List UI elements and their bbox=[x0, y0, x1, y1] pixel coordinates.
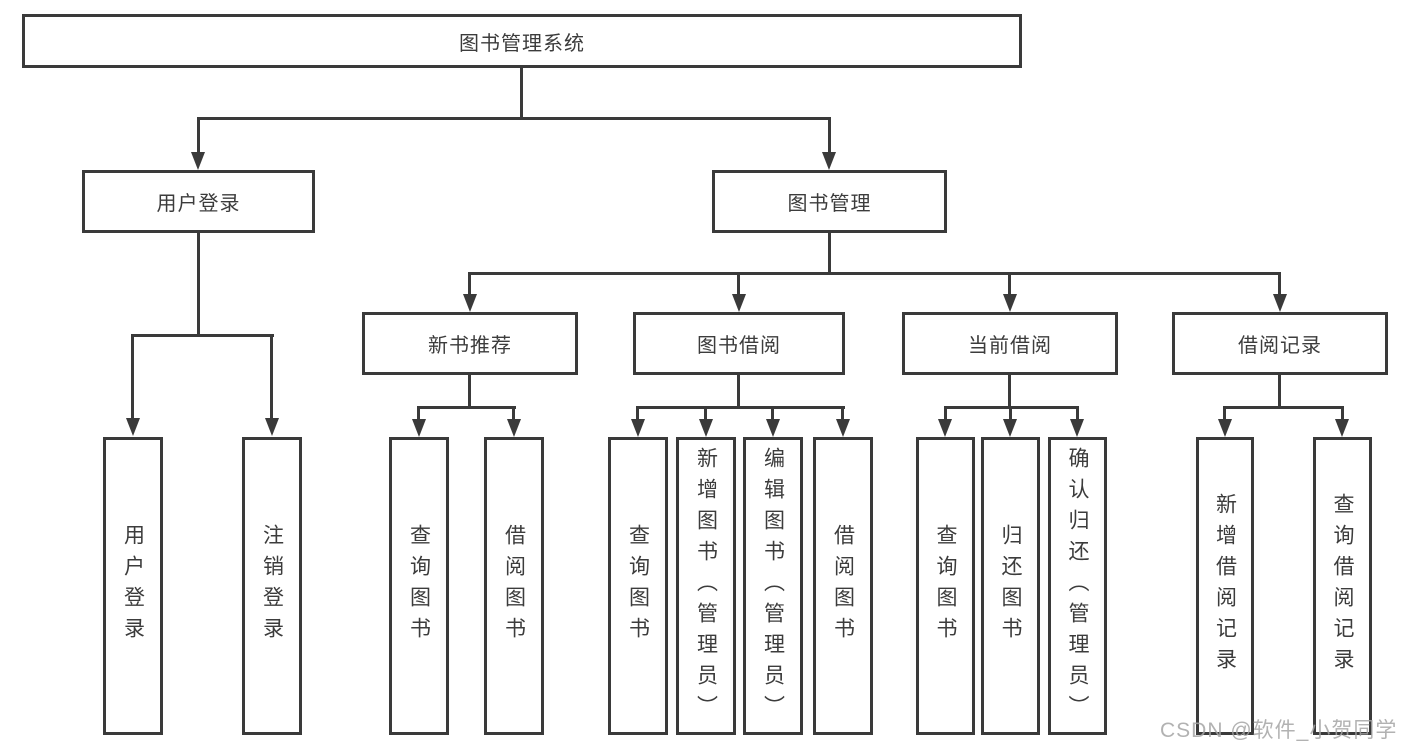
connector-book-mgmt-bar bbox=[468, 272, 1281, 275]
connector-drop-leaf-logout bbox=[270, 334, 273, 420]
connector-drop bbox=[1076, 406, 1079, 421]
leaf-rec-query-book-label: 查询图书 bbox=[407, 524, 431, 648]
arrow-down-icon bbox=[1335, 419, 1349, 437]
leaf-user-login-label: 用户登录 bbox=[121, 524, 145, 648]
connector-drop bbox=[1009, 406, 1012, 421]
arrow-down-icon bbox=[1273, 294, 1287, 312]
node-book-borrow: 图书借阅 bbox=[633, 312, 845, 375]
leaf-cur-return-book-label: 归还图书 bbox=[999, 524, 1022, 648]
leaf-logout-label: 注销登录 bbox=[260, 524, 284, 648]
connector-user-login-bar bbox=[131, 334, 274, 337]
node-borrow-record: 借阅记录 bbox=[1172, 312, 1388, 375]
connector-book-borrow-stem bbox=[737, 375, 740, 409]
connector-drop bbox=[841, 406, 844, 421]
leaf-bb-edit-book: 编辑图书（管理员） bbox=[743, 437, 803, 735]
arrow-down-icon bbox=[412, 419, 426, 437]
connector-drop bbox=[704, 406, 707, 421]
leaf-bb-query-book-label: 查询图书 bbox=[626, 524, 650, 648]
node-root-label: 图书管理系统 bbox=[459, 32, 585, 55]
connector-drop bbox=[512, 406, 515, 421]
leaf-cur-query-book: 查询图书 bbox=[916, 437, 975, 735]
node-user-login: 用户登录 bbox=[82, 170, 315, 233]
connector-borrow-record-stem bbox=[1278, 375, 1281, 409]
connector-new-book-rec-bar bbox=[417, 406, 516, 409]
node-current-borrow-label: 当前借阅 bbox=[968, 335, 1052, 357]
arrow-down-icon bbox=[1218, 419, 1232, 437]
connector-drop-borrow-record bbox=[1278, 272, 1281, 296]
arrow-down-icon bbox=[836, 419, 850, 437]
leaf-cur-query-book-label: 查询图书 bbox=[934, 524, 957, 648]
leaf-rec-query-book: 查询图书 bbox=[389, 437, 449, 735]
connector-drop-user-login bbox=[197, 117, 200, 154]
leaf-cur-return-book: 归还图书 bbox=[981, 437, 1040, 735]
node-book-borrow-label: 图书借阅 bbox=[697, 335, 781, 357]
arrow-down-icon bbox=[631, 419, 645, 437]
arrow-down-icon bbox=[265, 418, 279, 436]
connector-drop bbox=[771, 406, 774, 421]
arrow-down-icon bbox=[463, 294, 477, 312]
connector-user-login-stem bbox=[197, 233, 200, 337]
arrow-down-icon bbox=[191, 152, 205, 170]
arrow-down-icon bbox=[766, 419, 780, 437]
connector-current-borrow-stem bbox=[1008, 375, 1011, 409]
connector-borrow-record-bar bbox=[1223, 406, 1344, 409]
leaf-rec-borrow-book-label: 借阅图书 bbox=[502, 524, 526, 648]
csdn-watermark: CSDN @软件_小贺同学 bbox=[1160, 719, 1398, 742]
arrow-down-icon bbox=[507, 419, 521, 437]
connector-drop-book-mgmt bbox=[828, 117, 831, 154]
node-user-login-label: 用户登录 bbox=[156, 193, 241, 215]
leaf-bb-query-book: 查询图书 bbox=[608, 437, 668, 735]
connector-drop bbox=[1223, 406, 1226, 421]
connector-drop-new-book-rec bbox=[468, 272, 471, 296]
leaf-bb-edit-book-label: 编辑图书（管理员） bbox=[761, 446, 785, 726]
connector-root-bar bbox=[197, 117, 831, 120]
leaf-user-login: 用户登录 bbox=[103, 437, 163, 735]
leaf-logout: 注销登录 bbox=[242, 437, 302, 735]
arrow-down-icon bbox=[1003, 419, 1017, 437]
leaf-bb-borrow-book-label: 借阅图书 bbox=[831, 524, 855, 648]
leaf-rl-add-record: 新增借阅记录 bbox=[1196, 437, 1254, 735]
leaf-bb-add-book-label: 新增图书（管理员） bbox=[694, 446, 718, 726]
connector-drop-current-borrow bbox=[1008, 272, 1011, 296]
connector-book-borrow-bar bbox=[636, 406, 845, 409]
leaf-bb-add-book: 新增图书（管理员） bbox=[676, 437, 736, 735]
connector-drop bbox=[944, 406, 947, 421]
connector-drop bbox=[636, 406, 639, 421]
connector-new-book-rec-stem bbox=[468, 375, 471, 409]
leaf-rl-add-record-label: 新增借阅记录 bbox=[1213, 493, 1237, 679]
arrow-down-icon bbox=[822, 152, 836, 170]
leaf-rec-borrow-book: 借阅图书 bbox=[484, 437, 544, 735]
node-new-book-rec-label: 新书推荐 bbox=[428, 335, 512, 357]
node-book-mgmt-label: 图书管理 bbox=[787, 193, 872, 215]
connector-drop bbox=[1341, 406, 1344, 421]
leaf-bb-borrow-book: 借阅图书 bbox=[813, 437, 873, 735]
arrow-down-icon bbox=[1003, 294, 1017, 312]
arrow-down-icon bbox=[699, 419, 713, 437]
node-new-book-rec: 新书推荐 bbox=[362, 312, 578, 375]
node-root: 图书管理系统 bbox=[22, 14, 1022, 68]
node-current-borrow: 当前借阅 bbox=[902, 312, 1118, 375]
arrow-down-icon bbox=[126, 418, 140, 436]
leaf-cur-confirm-return: 确认归还（管理员） bbox=[1048, 437, 1107, 735]
leaf-cur-confirm-return-label: 确认归还（管理员） bbox=[1066, 446, 1089, 726]
leaf-rl-query-record-label: 查询借阅记录 bbox=[1331, 493, 1354, 679]
connector-book-mgmt-stem bbox=[828, 233, 831, 275]
connector-root-stem bbox=[520, 68, 523, 118]
arrow-down-icon bbox=[732, 294, 746, 312]
connector-drop bbox=[417, 406, 420, 421]
connector-drop-book-borrow bbox=[737, 272, 740, 296]
node-book-mgmt: 图书管理 bbox=[712, 170, 947, 233]
arrow-down-icon bbox=[1070, 419, 1084, 437]
arrow-down-icon bbox=[938, 419, 952, 437]
connector-drop-leaf-user-login bbox=[131, 334, 134, 420]
node-borrow-record-label: 借阅记录 bbox=[1238, 335, 1322, 357]
leaf-rl-query-record: 查询借阅记录 bbox=[1313, 437, 1372, 735]
